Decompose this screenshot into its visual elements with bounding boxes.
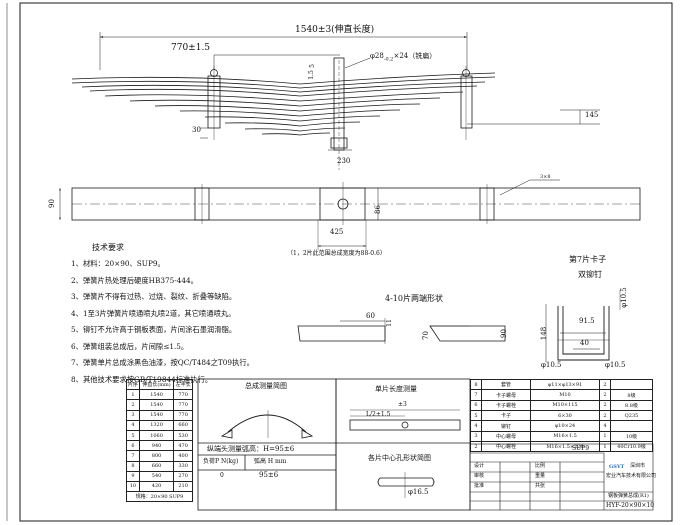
- end-shape-title: 4-10片两端形状: [385, 294, 443, 303]
- drawing-number: HYF-20×90×10: [606, 502, 655, 509]
- center-bolt-dim: φ28-0.2×24（铣扁）: [370, 52, 437, 63]
- note-3: 3、弹簧片不得有过热、过烧、裂纹、折叠等缺陷。: [71, 292, 237, 301]
- hole-dia: φ16.5: [408, 488, 429, 496]
- spring-top-view: [59, 179, 641, 250]
- clip-left-dia: φ10.5: [541, 361, 562, 369]
- note-6: 6、弹簧组装总成后，片间隙≤1.5。: [71, 341, 189, 351]
- width-note: （1，2片此范围总成宽度为88-0.6）: [287, 250, 386, 257]
- clip-title: 第7片卡子: [569, 255, 607, 264]
- label-sheet: 共张: [535, 483, 546, 489]
- label-weight: 重量: [535, 473, 546, 479]
- length-box-title: 单片长度测量: [375, 385, 417, 393]
- clip-right-dia: φ10.5: [605, 361, 626, 369]
- half-length-label: L/2±1.5: [366, 411, 391, 418]
- height-box-title: 总成测量简图: [245, 382, 287, 390]
- material-label: SUP9: [572, 445, 590, 452]
- dim-145: 145: [585, 111, 599, 119]
- load-value: 0: [220, 472, 224, 479]
- dim-230: 230: [337, 157, 351, 165]
- note-2: 2、弹簧片热处理后硬度HB375-444。: [71, 275, 198, 285]
- label-approve: 批准: [474, 483, 485, 489]
- arc-label: 弧高 H mm: [254, 458, 287, 465]
- company-logo: GSYT: [609, 464, 625, 470]
- clip-width-40: 40: [580, 339, 589, 347]
- leaf-table-header: 片序 伸直长(mm) 左半长: [126, 378, 193, 391]
- note-5: 5、铆钉不允许高于钢板表面，片间涂石墨润滑脂。: [71, 325, 237, 334]
- company-line1: 深圳市: [630, 463, 646, 469]
- tech-requirements-title: 技术要求: [92, 243, 124, 252]
- clip-view: [545, 290, 621, 362]
- drawing-name: 钢板弹簧总成(R1): [608, 493, 649, 499]
- dim-425: 425: [330, 228, 344, 236]
- clip-width-915: 91.5: [579, 317, 595, 325]
- label-design: 设计: [474, 463, 485, 469]
- load-label: 负荷P N(kg): [203, 458, 239, 465]
- sheet-border: [19, 2, 673, 522]
- note-4: 4、1至3片弹簧片喷通喷丸喷2道，其它喷通喷丸。: [71, 308, 236, 318]
- weld-mark: 3×8: [540, 174, 551, 180]
- label-check: 审核: [474, 473, 485, 479]
- dim-30: 30: [192, 126, 201, 134]
- label-scale: 比例: [535, 463, 546, 469]
- leaf-table-footer: 规格：20×90 SUP9: [126, 491, 193, 503]
- clip-subtitle: 双铆钉: [578, 270, 602, 279]
- note-1: 1、材料：20×90、SUP9。: [71, 259, 165, 268]
- arc-height-label: 纵端头测量弧高：H=95±6: [207, 445, 295, 453]
- end-shape-view: [297, 318, 506, 344]
- note-7: 7、弹簧单片总成涂黑色油漆，按QC/T484之T09执行。: [71, 358, 254, 367]
- tol-label: ±3: [398, 401, 407, 408]
- company-line2: 宏业汽车技术有限公司: [606, 473, 657, 479]
- spring-side-view: [71, 32, 600, 170]
- half-length-dim: 770±1.5: [171, 43, 211, 53]
- overall-length-dim: 1540±3(伸直长度): [295, 25, 375, 35]
- hole-box-title: 各片中心孔形状简图: [368, 454, 431, 462]
- height-value: 95±6: [259, 471, 279, 479]
- end-dim-60: 60: [366, 312, 375, 320]
